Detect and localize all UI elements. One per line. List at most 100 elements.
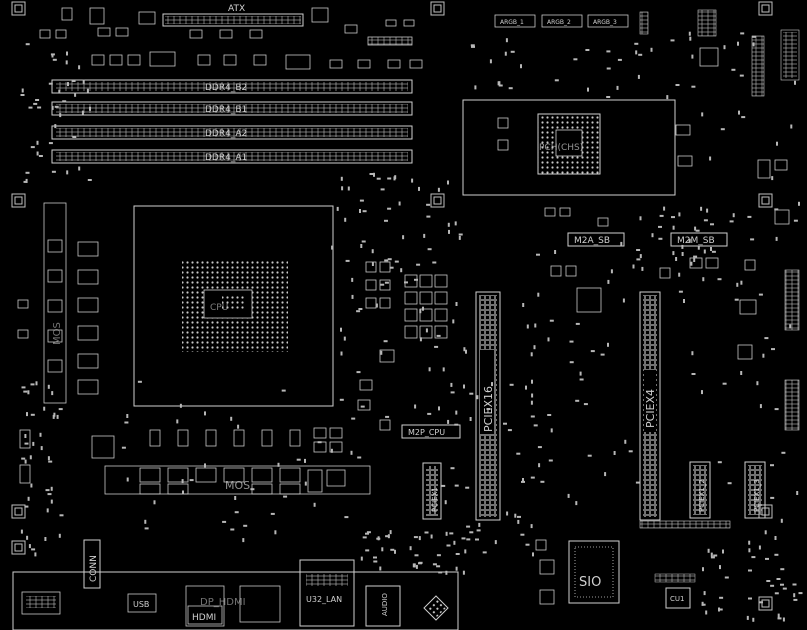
passive-part [532, 552, 534, 557]
passive-part [517, 519, 520, 524]
passive-part [606, 67, 611, 70]
passive-part [222, 520, 227, 523]
passive-part [530, 415, 535, 418]
passive-part [514, 513, 517, 518]
passive-part [507, 429, 512, 432]
passive-part [659, 214, 664, 217]
passive-part [624, 439, 627, 444]
passive-part [454, 221, 457, 226]
passive-part [678, 290, 683, 293]
passive-part [144, 519, 147, 524]
passive-part [537, 446, 542, 449]
passive-part [66, 170, 69, 175]
passive-part [30, 483, 33, 488]
passive-part [438, 571, 443, 574]
left-vrm-column [17, 202, 115, 484]
passive-part [20, 529, 23, 534]
passive-part [526, 324, 529, 329]
passive-part [455, 410, 458, 415]
passive-part [782, 617, 785, 622]
passive-part [737, 41, 739, 46]
passive-part [748, 540, 751, 545]
passive-part [47, 493, 52, 496]
pcie-x1-b-label: PCIEX1_2 [698, 479, 706, 512]
passive-part [521, 480, 525, 483]
passive-part [449, 532, 454, 535]
passive-part [575, 322, 580, 325]
dp-hdmi-label: DP_HDMI [200, 597, 246, 608]
passive-part [706, 208, 709, 213]
passive-part [432, 563, 437, 566]
passive-part [54, 105, 59, 108]
passive-part [48, 460, 53, 463]
passive-part [710, 223, 714, 226]
passive-part [639, 216, 642, 221]
passive-part [448, 229, 450, 234]
passive-part [790, 124, 793, 129]
passive-part [304, 458, 306, 463]
passive-part [722, 549, 724, 554]
passive-part [371, 262, 374, 266]
dimm-slot-b1: DDR4_B1 [51, 101, 413, 116]
passive-part [21, 88, 24, 93]
passive-part [23, 180, 28, 183]
passive-part [345, 259, 350, 262]
passive-part [33, 102, 38, 105]
passive-part [465, 486, 470, 489]
passive-part [738, 110, 740, 115]
passive-part [777, 617, 782, 620]
passive-part [554, 79, 559, 82]
passive-part [530, 352, 533, 357]
passive-part [717, 461, 722, 464]
passive-part [74, 92, 77, 97]
passive-part [476, 395, 479, 400]
passive-part [344, 516, 349, 519]
passive-part [613, 451, 616, 455]
passive-part [394, 260, 399, 263]
passive-part [369, 173, 374, 175]
passive-part [450, 391, 455, 394]
passive-part [463, 347, 466, 352]
passive-part [607, 342, 609, 347]
sio-label: SIO [579, 575, 601, 590]
m2-slots: M2A_SB M2M_SB M2P_CPU [401, 232, 728, 439]
passive-part [690, 261, 693, 266]
passive-part [748, 597, 752, 600]
dimm-slots: DDR4_B2 DDR4_B1 DDR4_A2 DDR4_A1 [51, 79, 413, 164]
passive-part [454, 423, 459, 426]
dimm-label-b1: DDR4_B1 [205, 105, 247, 115]
passive-part [230, 416, 233, 421]
passive-part [393, 176, 396, 181]
passive-part [126, 477, 129, 482]
passive-part [43, 406, 46, 411]
mounting-holes [11, 1, 773, 611]
passive-part [575, 501, 578, 506]
passive-part [752, 35, 756, 38]
passive-part [373, 172, 375, 177]
passive-part [432, 261, 437, 264]
vcore-mos-row [104, 429, 371, 495]
passive-part [701, 603, 706, 606]
passive-part [740, 280, 743, 285]
passive-part [734, 298, 739, 301]
passive-part [50, 53, 55, 56]
passive-part [569, 361, 574, 364]
passive-part [569, 340, 574, 343]
passive-part [693, 258, 696, 262]
passive-part [671, 216, 675, 219]
passive-part [620, 241, 623, 246]
passive-part [365, 532, 369, 535]
passive-part [380, 188, 385, 191]
passive-part [637, 74, 640, 79]
passive-part [360, 244, 363, 248]
passive-part [137, 380, 142, 383]
passive-part [36, 151, 39, 156]
cu1-chip: CU1 [654, 573, 696, 609]
passive-part [672, 225, 675, 230]
passive-part [793, 219, 798, 222]
passive-part [54, 124, 57, 129]
passive-part [587, 87, 589, 92]
passive-part [281, 389, 286, 392]
passive-part [719, 596, 724, 599]
passive-part [425, 328, 428, 333]
